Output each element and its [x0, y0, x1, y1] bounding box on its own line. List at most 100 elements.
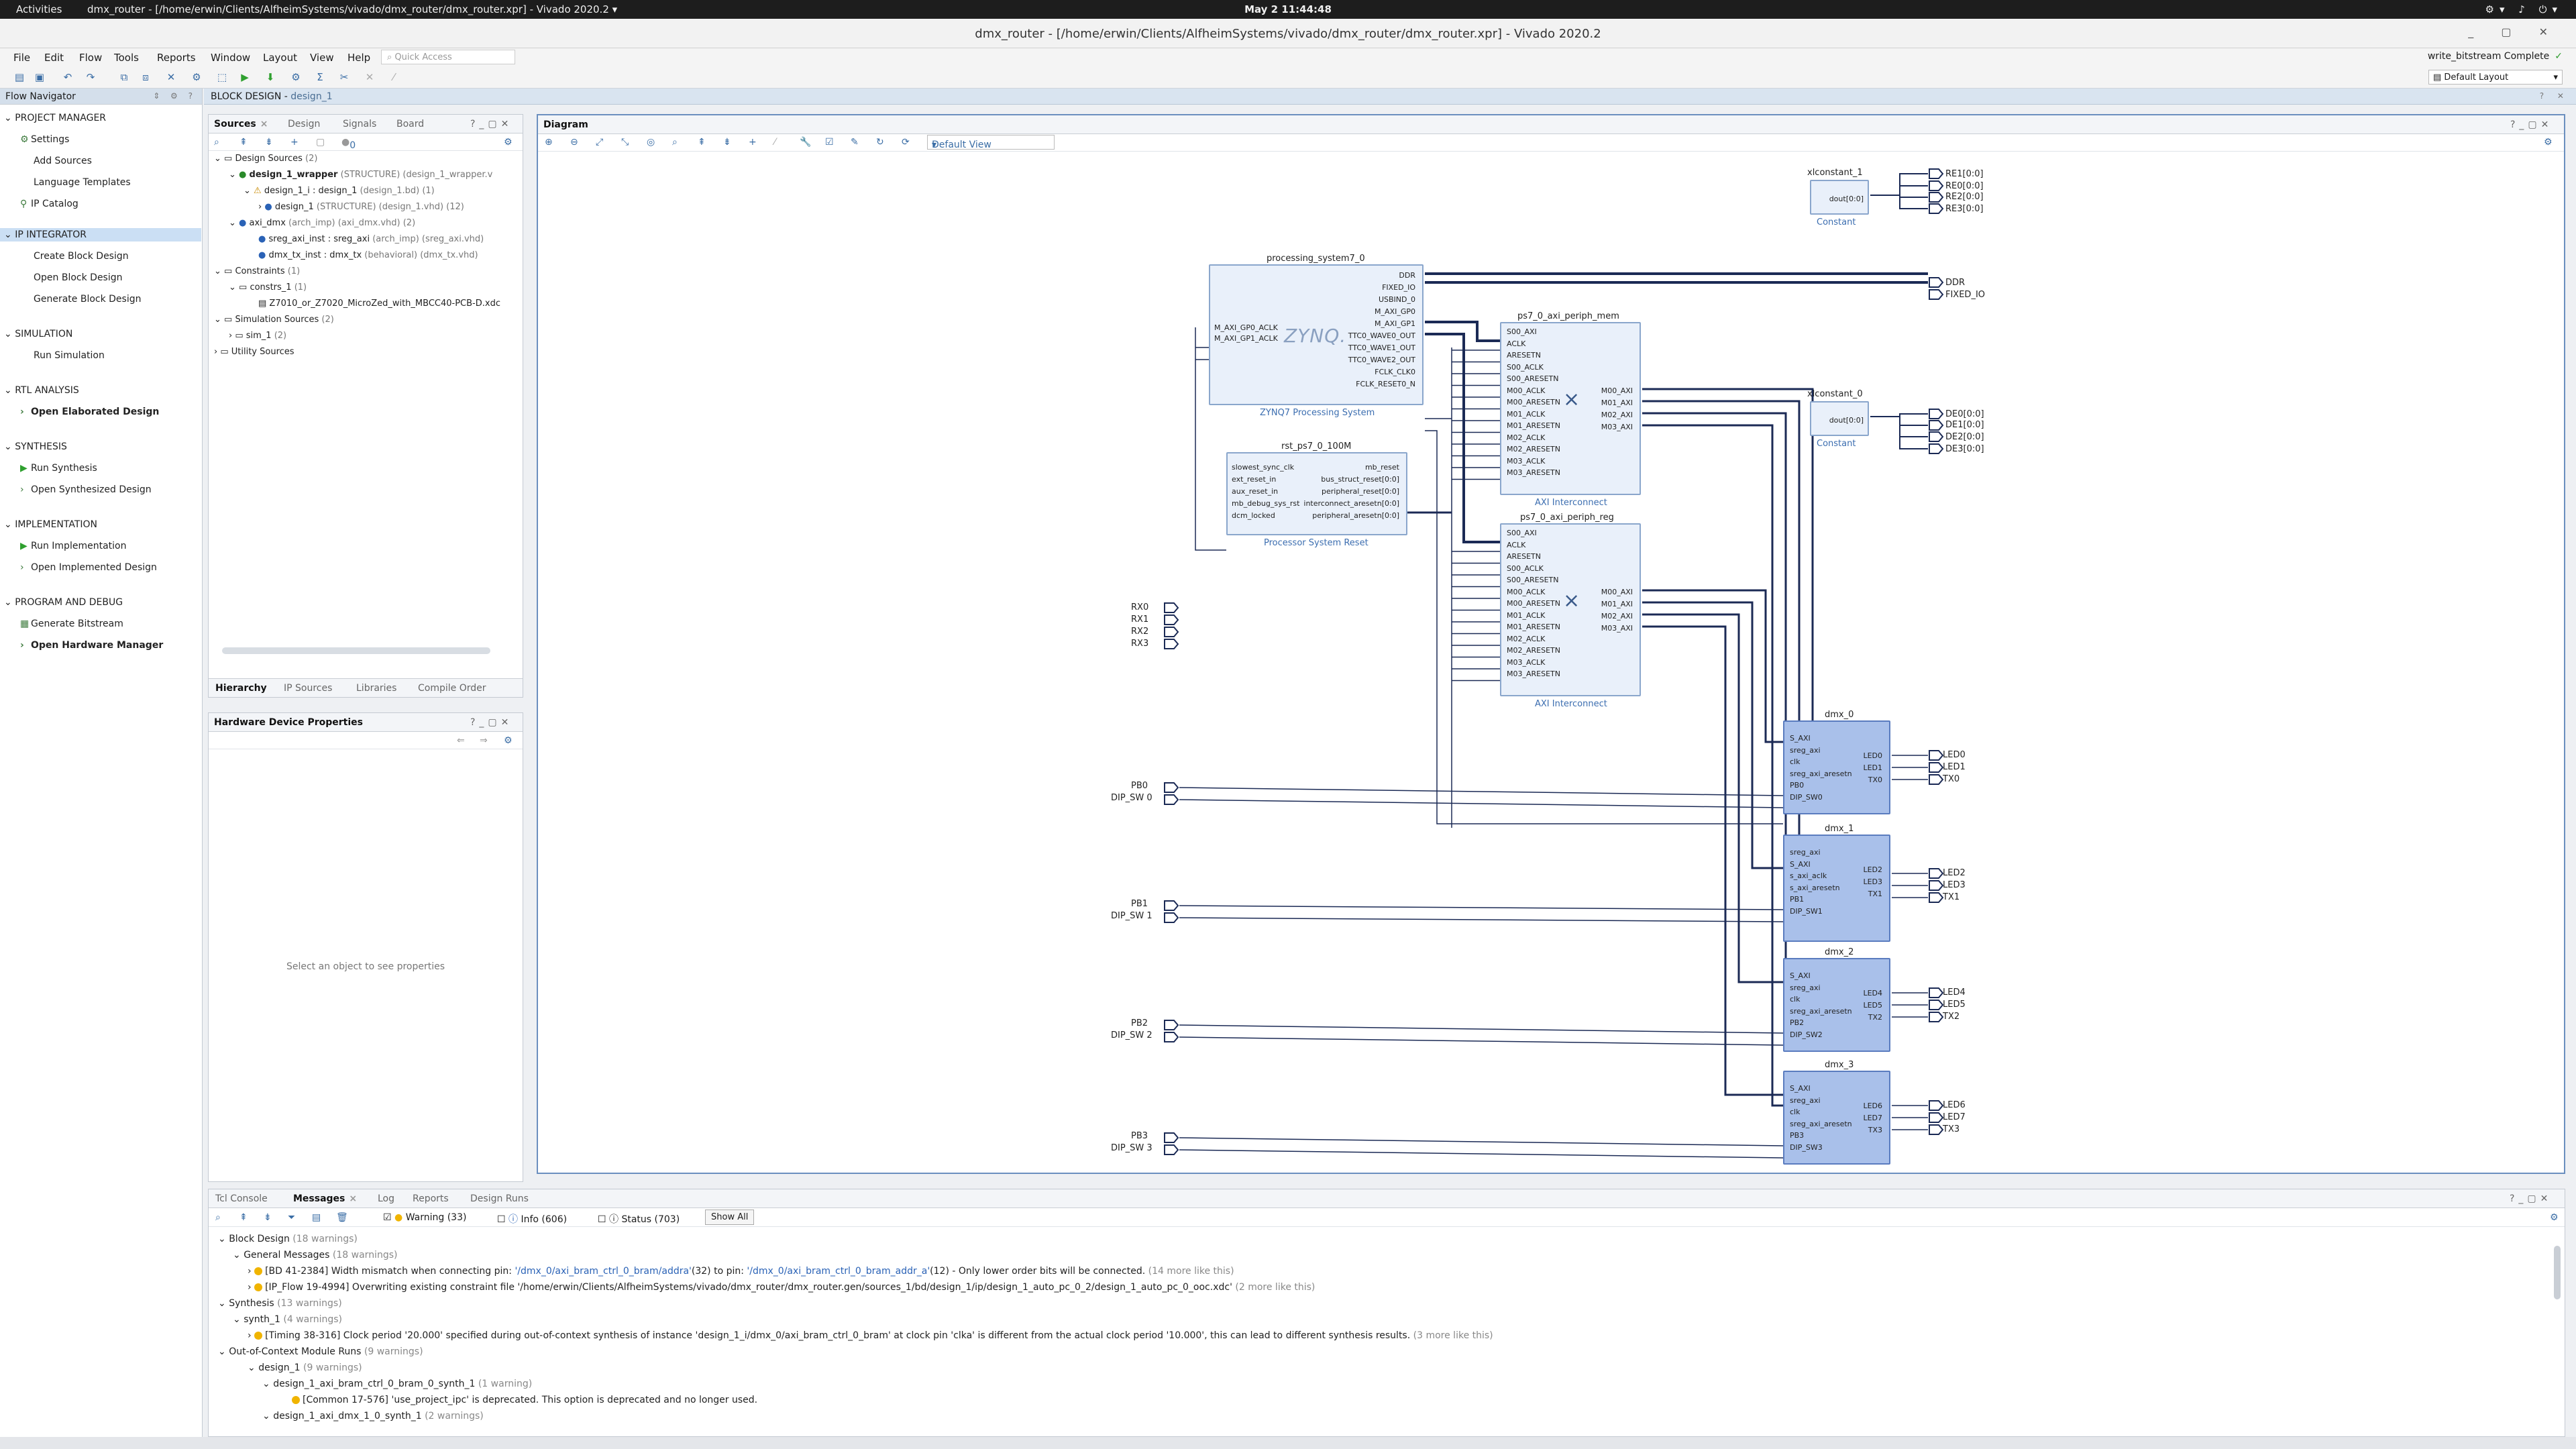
- tab-signals[interactable]: Signals: [343, 119, 377, 129]
- close-icon[interactable]: ×: [349, 1193, 358, 1204]
- menu-view[interactable]: View: [310, 52, 334, 64]
- gear-icon[interactable]: ⚙: [2550, 1212, 2559, 1223]
- gear-icon[interactable]: ⚙: [291, 71, 301, 83]
- message-group[interactable]: ⌄ design_1 (9 warnings): [248, 1362, 362, 1373]
- settings-icon[interactable]: ⚙: [192, 71, 201, 83]
- system-tray[interactable]: ⚙▾ ♪ ⏻▾: [2485, 3, 2563, 15]
- menu-help[interactable]: Help: [347, 52, 371, 64]
- menu-file[interactable]: File: [13, 52, 31, 64]
- port-led0[interactable]: LED0: [1943, 750, 1966, 760]
- app-menu[interactable]: dmx_router - [/home/erwin/Clients/Alfhei…: [87, 3, 618, 15]
- menu-edit[interactable]: Edit: [44, 52, 64, 64]
- section-program-debug[interactable]: ⌄ PROGRAM AND DEBUG: [4, 597, 123, 608]
- message-line[interactable]: › [BD 41-2384] Width mismatch when conne…: [248, 1266, 1234, 1277]
- regenerate-icon[interactable]: ⟳: [902, 137, 910, 148]
- message-group[interactable]: ⌄ General Messages (18 warnings): [233, 1250, 398, 1260]
- show-all-button[interactable]: Show All: [705, 1210, 755, 1225]
- xlconstant-1-block[interactable]: dout[0:0]: [1810, 180, 1869, 215]
- quick-access-input[interactable]: ⌕ Quick Access: [381, 50, 515, 64]
- port-tx1[interactable]: TX1: [1943, 892, 1960, 902]
- tab-tcl-console[interactable]: Tcl Console: [215, 1193, 268, 1204]
- port-led4[interactable]: LED4: [1943, 987, 1966, 998]
- tree-node[interactable]: ⌄ ▭ Design Sources (2): [214, 154, 318, 164]
- gear-icon[interactable]: ⚙: [504, 735, 513, 746]
- section-synthesis[interactable]: ⌄ SYNTHESIS: [4, 441, 67, 452]
- section-project-manager[interactable]: ⌄ PROJECT MANAGER: [4, 113, 107, 123]
- warning-filter-checkbox[interactable]: ☑ ● Warning (33): [383, 1212, 467, 1223]
- tab-compile-order[interactable]: Compile Order: [418, 683, 486, 694]
- add-ip-icon[interactable]: +: [749, 137, 757, 148]
- tree-node[interactable]: ⌄ ● design_1_wrapper (STRUCTURE) (design…: [229, 170, 493, 180]
- forward-icon[interactable]: ⇒: [480, 735, 488, 746]
- tree-node[interactable]: › ▭ Utility Sources: [214, 347, 294, 357]
- activities-button[interactable]: Activities: [16, 3, 62, 15]
- tab-reports[interactable]: Reports: [413, 1193, 449, 1204]
- run-implementation-item[interactable]: ▶Run Implementation: [20, 541, 127, 551]
- port-de1[interactable]: DE1[0:0]: [1945, 420, 1984, 430]
- menu-window[interactable]: Window: [211, 52, 251, 64]
- panel-controls[interactable]: ?_▢✕: [2510, 119, 2553, 130]
- message-group[interactable]: ⌄ Synthesis (13 warnings): [218, 1298, 342, 1309]
- tree-node[interactable]: ⌄ ▭ constrs_1 (1): [229, 282, 307, 292]
- menu-flow[interactable]: Flow: [79, 52, 103, 64]
- zoom-out-icon[interactable]: ⊖: [570, 137, 578, 148]
- cross-probe-icon[interactable]: ✂: [339, 71, 349, 83]
- delete-icon[interactable]: 🗑: [336, 1212, 348, 1223]
- view-select[interactable]: Default View▾: [927, 135, 1055, 150]
- collapse-all-icon[interactable]: ⇞: [239, 1212, 248, 1223]
- collapse-icon[interactable]: ⇞: [698, 137, 706, 148]
- open-synthesized-design-item[interactable]: ›Open Synthesized Design: [20, 484, 152, 495]
- message-group[interactable]: ⌄ design_1_axi_bram_ctrl_0_bram_0_synth_…: [262, 1379, 533, 1389]
- panel-controls[interactable]: ? ✕: [2539, 91, 2569, 101]
- disabled-tool-icon[interactable]: ✕: [365, 71, 374, 83]
- port-led5[interactable]: LED5: [1943, 1000, 1966, 1010]
- clock[interactable]: May 2 11:44:48: [1244, 3, 1332, 15]
- tree-node[interactable]: ⌄ ▭ Simulation Sources (2): [214, 315, 334, 325]
- tree-node[interactable]: ⌄ ⚠ design_1_i : design_1 (design_1.bd) …: [244, 186, 435, 196]
- create-block-design-item[interactable]: Create Block Design: [34, 251, 129, 262]
- section-rtl-analysis[interactable]: ⌄ RTL ANALYSIS: [4, 385, 79, 396]
- menu-layout[interactable]: Layout: [263, 52, 297, 64]
- message-group[interactable]: ⌄ Out-of-Context Module Runs (9 warnings…: [218, 1346, 423, 1357]
- tree-node[interactable]: ● sreg_axi_inst : sreg_axi (arch_imp) (s…: [258, 234, 484, 244]
- copy-icon[interactable]: ⧉: [120, 71, 128, 83]
- panel-controls[interactable]: ?_▢✕: [470, 119, 513, 129]
- port-led1[interactable]: LED1: [1943, 762, 1966, 772]
- paste-icon[interactable]: ⧈: [142, 71, 149, 83]
- back-icon[interactable]: ⇐: [457, 735, 465, 746]
- select-area-icon[interactable]: ◎: [647, 137, 655, 148]
- add-sources-item[interactable]: Add Sources: [34, 156, 92, 166]
- generate-bitstream-item[interactable]: ▦Generate Bitstream: [20, 619, 123, 629]
- tab-board[interactable]: Board: [396, 119, 425, 129]
- refresh-icon[interactable]: ↻: [876, 137, 884, 148]
- port-dip-sw2[interactable]: DIP_SW 2: [1111, 1030, 1152, 1040]
- port-pb0[interactable]: PB0: [1131, 781, 1148, 791]
- section-implementation[interactable]: ⌄ IMPLEMENTATION: [4, 519, 98, 530]
- section-ip-integrator[interactable]: ⌄ IP INTEGRATOR: [0, 228, 201, 241]
- validate-icon[interactable]: ☑: [825, 137, 834, 148]
- filter-icon[interactable]: ⏷: [288, 1212, 296, 1223]
- pencil-icon[interactable]: ✎: [851, 137, 859, 148]
- zoom-in-icon[interactable]: ⊕: [545, 137, 553, 148]
- remove-icon[interactable]: ▢: [316, 137, 325, 148]
- message-line[interactable]: › [IP_Flow 19-4994] Overwriting existing…: [248, 1282, 1316, 1293]
- close-icon[interactable]: ×: [260, 119, 268, 129]
- port-pb1[interactable]: PB1: [1131, 899, 1148, 909]
- diagram-canvas[interactable]: xlconstant_1 dout[0:0] Constant RE1[0:0]…: [538, 153, 2564, 1173]
- generate-block-design-item[interactable]: Generate Block Design: [34, 294, 142, 305]
- port-tx2[interactable]: TX2: [1943, 1012, 1960, 1022]
- message-line[interactable]: [Common 17-576] 'use_project_ipc' is dep…: [292, 1395, 757, 1405]
- port-led7[interactable]: LED7: [1943, 1112, 1966, 1122]
- port-re1[interactable]: RE1[0:0]: [1945, 169, 1984, 179]
- tree-node[interactable]: › ▭ sim_1 (2): [229, 331, 287, 341]
- port-led6[interactable]: LED6: [1943, 1100, 1966, 1110]
- delete-icon[interactable]: ✕: [166, 71, 176, 83]
- tree-node[interactable]: ▤ Z7010_or_Z7020_MicroZed_with_MBCC40-PC…: [258, 299, 500, 309]
- port-rx1[interactable]: RX1: [1131, 614, 1149, 625]
- tree-node[interactable]: ⌄ ▭ Constraints (1): [214, 266, 301, 276]
